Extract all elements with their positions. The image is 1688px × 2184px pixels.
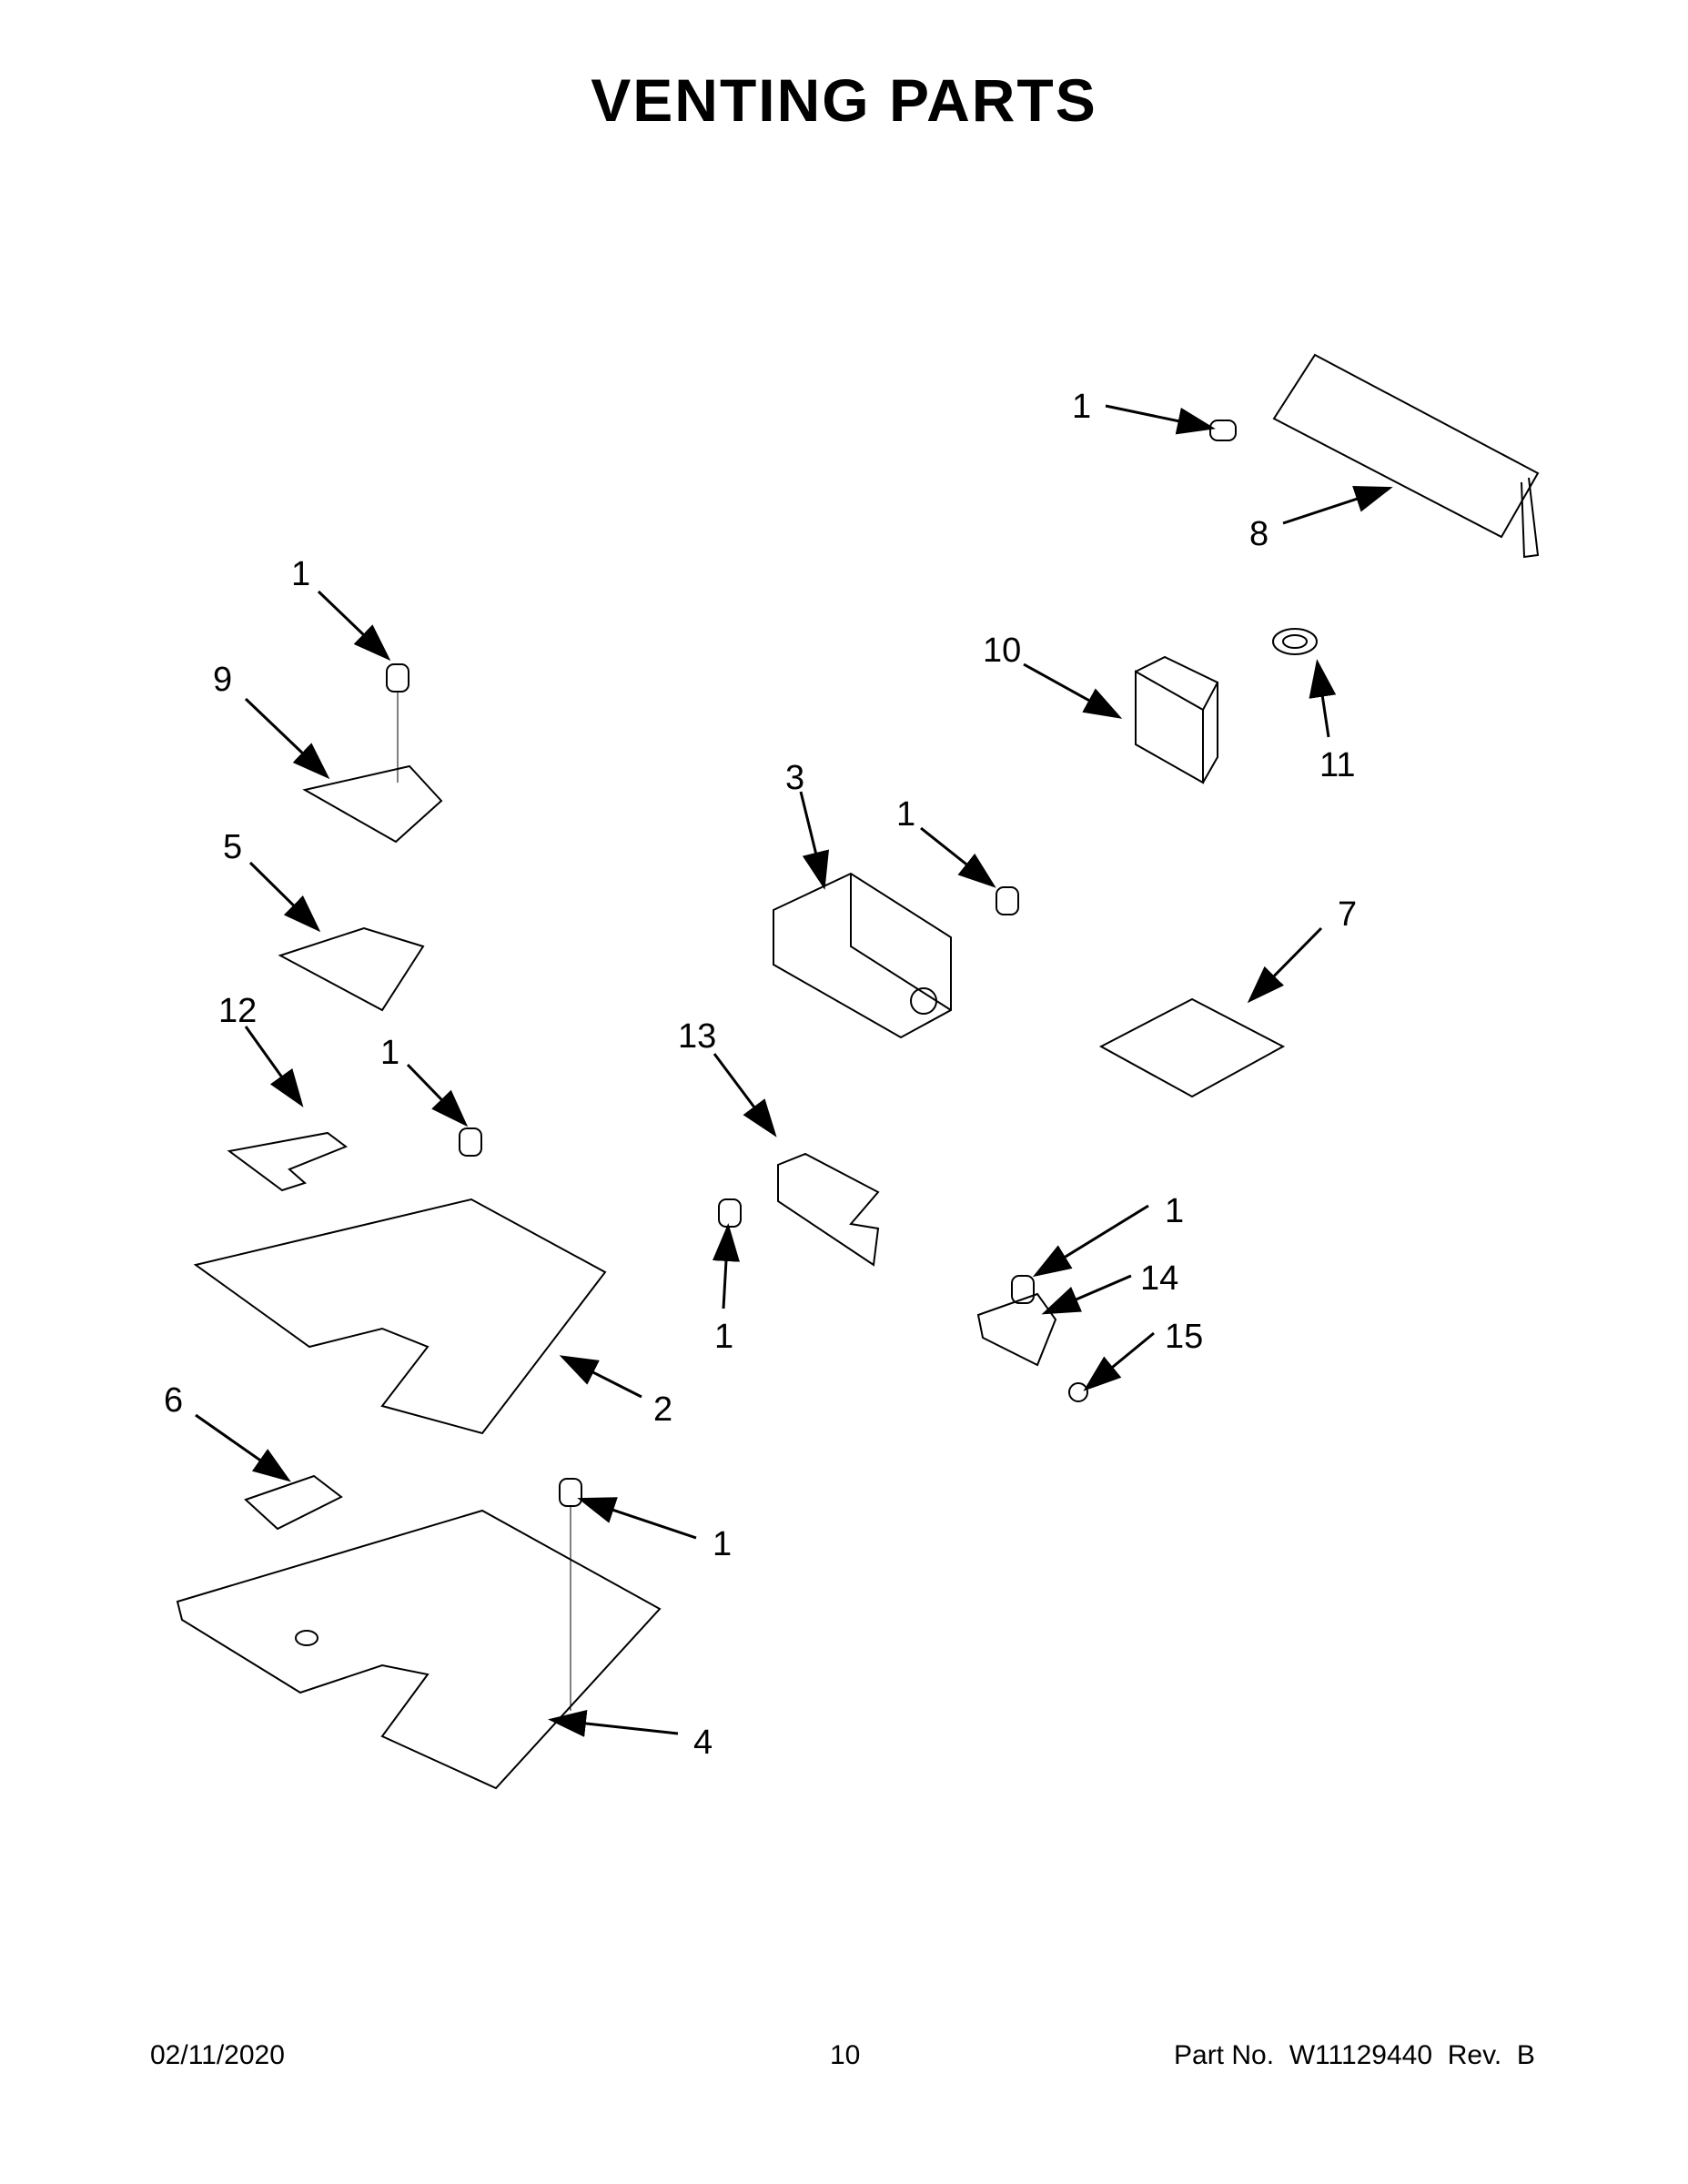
callout-13: 13 (678, 1017, 717, 1056)
footer-part-number: Part No. W11129440 Rev. B (1174, 2040, 1535, 2070)
callout-6: 6 (164, 1381, 184, 1420)
callout-1: 1 (896, 795, 916, 834)
callout-arrows (195, 404, 1393, 1737)
callout-9: 9 (213, 661, 233, 699)
footer-page-number: 10 (830, 2040, 861, 2070)
callout-1: 1 (380, 1034, 400, 1072)
callout-1: 1 (713, 1525, 733, 1563)
callout-1: 1 (1072, 388, 1092, 426)
callout-5: 5 (223, 828, 243, 866)
callout-7: 7 (1338, 895, 1358, 934)
callout-1: 1 (1165, 1192, 1185, 1230)
page-title: VENTING PARTS (591, 66, 1097, 134)
callout-11: 11 (1319, 746, 1356, 784)
callout-10: 10 (983, 632, 1022, 670)
callout-4: 4 (693, 1724, 713, 1762)
callout-15: 15 (1165, 1318, 1204, 1356)
callout-14: 14 (1140, 1259, 1179, 1298)
callout-12: 12 (218, 992, 258, 1030)
screw-icons (386, 420, 1237, 1711)
callout-1: 1 (714, 1318, 734, 1356)
callout-3: 3 (785, 759, 805, 797)
callout-2: 2 (653, 1390, 673, 1429)
callout-8: 8 (1249, 515, 1269, 553)
callout-1: 1 (291, 555, 311, 593)
footer-date: 02/11/2020 (150, 2040, 285, 2070)
